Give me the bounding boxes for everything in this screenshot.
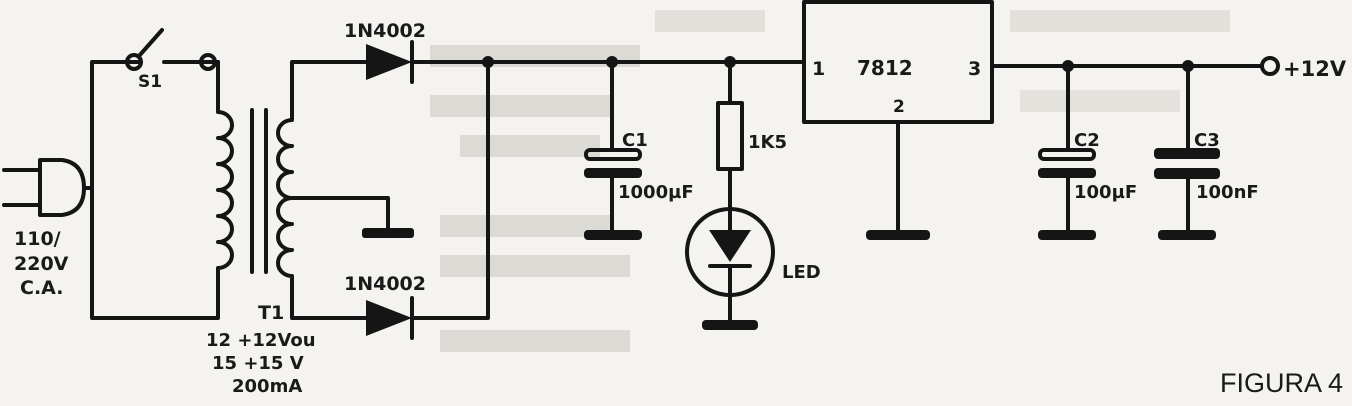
capacitor-c1	[584, 60, 642, 240]
output-rail	[990, 56, 1280, 76]
label-t1-spec1: 12 +12Vou	[206, 330, 316, 351]
label-t1-spec2: 15 +15 V	[212, 353, 304, 374]
diode-d1	[366, 40, 490, 84]
figure-caption: FIGURA 4	[1220, 368, 1343, 398]
label-c2-value: 100µF	[1074, 182, 1137, 203]
component-labels: S1 1N4002 1N4002 7812 1 2 3 +12V C1 1000…	[14, 20, 1347, 397]
label-reg-pin1: 1	[812, 58, 825, 80]
label-reg-pin3: 3	[968, 58, 981, 80]
diode-d2	[366, 60, 490, 340]
output-terminal	[1260, 56, 1280, 76]
label-c3: C3	[1194, 130, 1220, 151]
label-mains-line2: 220V	[14, 253, 69, 275]
label-output: +12V	[1283, 57, 1347, 81]
led-indicator	[685, 206, 775, 330]
background-page-texture	[430, 10, 1230, 352]
label-r1: 1K5	[748, 132, 787, 153]
label-s1: S1	[138, 72, 162, 92]
regulator-7812	[802, 0, 994, 240]
resistor-r1	[716, 60, 744, 210]
label-t1-spec3: 200mA	[232, 376, 302, 397]
label-d1: 1N4002	[344, 20, 426, 42]
label-mains-line1: 110/	[14, 228, 61, 250]
label-reg-pin2: 2	[893, 97, 905, 117]
transformer-t1	[216, 60, 414, 320]
label-c2: C2	[1074, 130, 1100, 151]
label-regulator: 7812	[857, 56, 913, 80]
capacitor-c3	[1154, 64, 1220, 240]
label-c3-value: 100nF	[1196, 182, 1259, 203]
label-led: LED	[782, 262, 821, 283]
capacitor-c2	[1038, 64, 1096, 240]
label-mains-line3: C.A.	[20, 277, 63, 299]
switch-s1	[125, 28, 220, 71]
primary-wiring	[82, 60, 220, 320]
label-c1: C1	[622, 130, 648, 151]
label-d2: 1N4002	[344, 273, 426, 295]
label-c1-value: 1000µF	[618, 182, 694, 203]
label-t1: T1	[258, 302, 284, 324]
mains-plug-icon	[2, 158, 86, 217]
